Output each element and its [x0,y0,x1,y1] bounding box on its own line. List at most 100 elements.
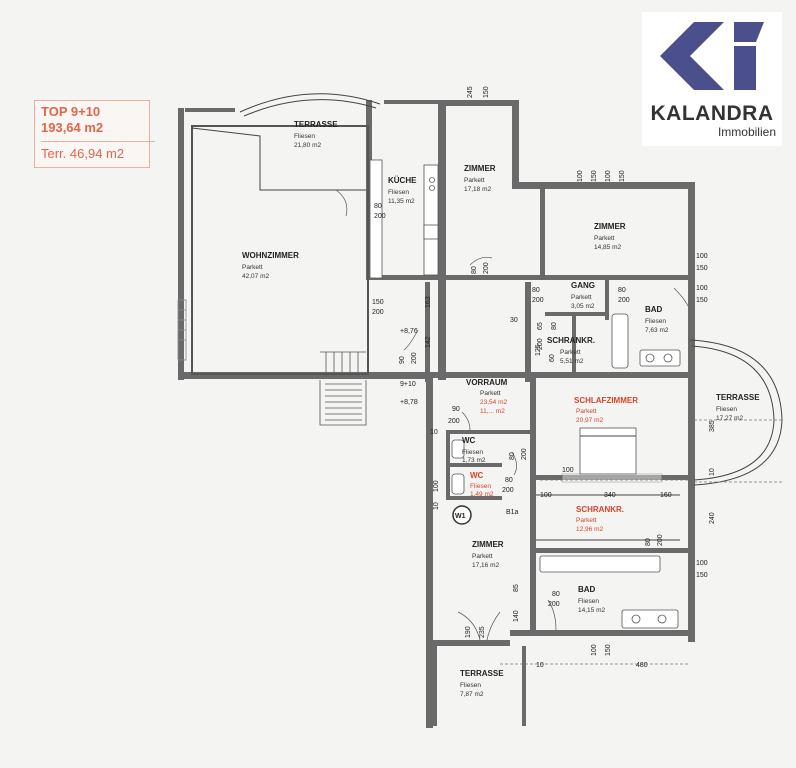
dimension: 142 [425,336,432,348]
dimension: 60 [549,354,556,362]
room-vorraum-name: VORRAUM [466,378,508,387]
room-vorraum-area: 23,54 m2 [480,399,507,406]
room-schrank-bottom-floor: Parkett [576,517,597,524]
room-schrank-bottom-name: SCHRANKR. [576,505,624,514]
dimension: 150 [696,297,708,304]
dimension: 10 [430,429,438,436]
room-bad-bottom-name: BAD [578,585,596,594]
room-wc1-area: 1,73 m2 [462,457,486,464]
dimension: 150 [372,299,384,306]
unit-summary-box: TOP 9+10 193,64 m2 Terr. 46,94 m2 [34,100,155,168]
dimension: 200 [502,487,514,494]
dimension: 100 [540,492,552,499]
dimension: 160 [660,492,672,499]
room-zimmer-bottom-name: ZIMMER [472,540,504,549]
room-terrasse-bottom-name: TERRASSE [460,669,504,678]
dimension: 80 [618,287,626,294]
dimension: 80 [645,538,652,546]
room-bad-bottom-floor: Fliesen [578,598,599,605]
room-wc1-floor: Fliesen [462,449,483,456]
dimension: 245 [467,86,474,98]
logo-subtitle: Immobilien [717,125,776,139]
dimension: 200 [411,352,418,364]
dimension: 200 [657,534,664,546]
room-zimmer-top-name: ZIMMER [464,164,496,173]
dimension: 100 [696,560,708,567]
room-wohnzimmer-floor: Parkett [242,264,263,271]
room-zimmer-top-area: 17,18 m2 [464,186,491,193]
dimension: 80 [374,203,382,210]
dimension: 85 [513,584,520,592]
room-kueche-floor: Fliesen [388,189,409,196]
dimension: 200 [483,262,490,274]
dimension: 200 [548,601,560,608]
room-wc2-floor: Fliesen [470,483,491,490]
dimension: 100 [696,253,708,260]
room-kueche-area: 11,35 m2 [388,198,415,205]
dimension: 80 [471,266,478,274]
dimension: 80 [552,591,560,598]
dimension: 80 [509,452,516,460]
room-schrank-top-name: SCHRANKR. [547,336,595,345]
dimension: 90 [399,356,406,364]
dimension: 150 [591,170,598,182]
room-terrasse-top-name: TERRASSE [294,120,338,129]
room-schlafzimmer-name: SCHLAFZIMMER [574,396,638,405]
unit-label: TOP 9+10 [41,104,101,119]
dimension: 480 [636,662,648,669]
dimension: 30 [510,317,518,324]
dimension: 90 [452,406,460,413]
dimension: 10 [709,468,716,476]
room-wc1-name: WC [462,436,476,445]
dimension: 150 [696,572,708,579]
room-zimmer-top-floor: Parkett [464,177,485,184]
room-bad-top-area: 7,63 m2 [645,327,669,334]
room-kueche-name: KÜCHE [388,176,417,185]
room-schrank-bottom-area: 12,96 m2 [576,526,603,533]
dimension: 150 [483,86,490,98]
dimension: 340 [604,492,616,499]
dimension: 200 [537,338,544,350]
dimension: 240 [709,512,716,524]
dimension: 200 [618,297,630,304]
dimension: 235 [479,626,486,638]
dimension: 150 [619,170,626,182]
room-terrasse-right-name: TERRASSE [716,393,760,402]
dimension: 200 [374,213,386,220]
dimension: 10 [536,662,544,669]
dimension: 200 [532,297,544,304]
level-marker: +8,76 [400,328,418,335]
room-wohnzimmer-area: 42,07 m2 [242,273,269,280]
room-vorraum-extra: 11,... m2 [480,408,505,415]
room-gang-floor: Parkett [571,294,592,301]
room-gang-name: GANG [571,281,595,290]
dimension: 190 [465,626,472,638]
room-bad-bottom-area: 14,15 m2 [578,607,605,614]
logo-mark-icon [660,22,764,90]
level-marker: +8,78 [400,399,418,406]
room-zimmer-right-floor: Parkett [594,235,615,242]
dimension: 140 [513,610,520,622]
room-terrasse-right-floor: Fliesen [716,406,737,413]
dimension: 200 [372,309,384,316]
room-terrasse-bottom-floor: Fliesen [460,682,481,689]
room-schlafzimmer-floor: Parkett [576,408,597,415]
room-terrasse-bottom-area: 7,87 m2 [460,691,484,698]
logo-name: KALANDRA [650,102,774,125]
dimension: 100 [605,170,612,182]
room-terrasse-top-area: 21,80 m2 [294,142,321,149]
room-wc2-area: 1,49 m2 [470,491,494,498]
dimension: 100 [591,644,598,656]
dimension: 80 [532,287,540,294]
dimension: 100 [562,467,574,474]
dimension: 200 [521,448,528,460]
kalandra-logo: KALANDRA Immobilien [642,12,782,146]
dimension: 100 [577,170,584,182]
room-zimmer-bottom-floor: Parkett [472,553,493,560]
tag-b1a: B1a [506,509,519,516]
dimension: 80 [505,477,513,484]
room-bad-top-name: BAD [645,305,663,314]
room-vorraum-floor: Parkett [480,390,501,397]
dimension: 100 [433,480,440,492]
room-schrank-top-area: 5,51 m2 [560,358,584,365]
